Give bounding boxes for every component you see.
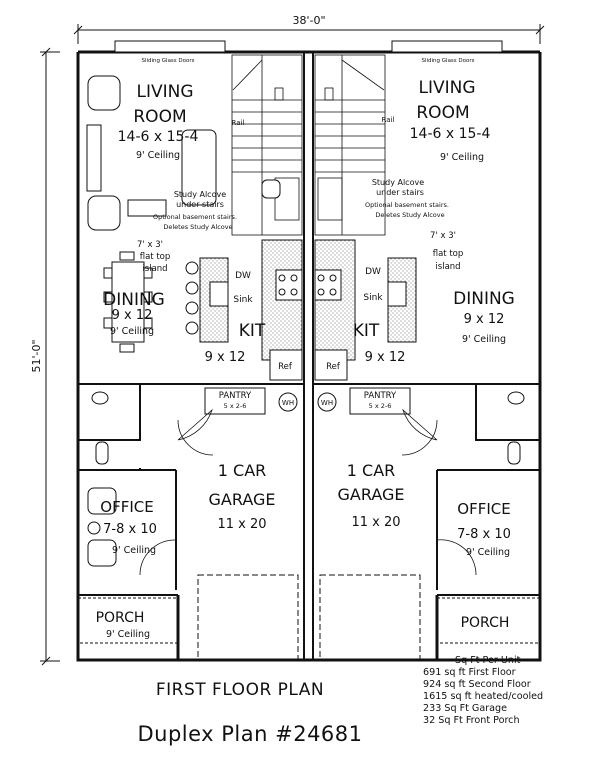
- width-dimension: [73, 24, 545, 44]
- right-pantry-size: 5 x 2-6: [369, 402, 392, 410]
- sliding-doors: [114, 40, 503, 53]
- right-island-line2: flat top: [433, 249, 464, 259]
- right-wh-label: WH: [321, 399, 333, 407]
- left-garage-name2: GARAGE: [209, 490, 276, 509]
- rail-label-left: Rail: [232, 119, 245, 127]
- living-chair-right: [261, 179, 281, 199]
- left-office-ceiling: 9' Ceiling: [112, 545, 156, 556]
- kitchen-counters: [209, 239, 407, 381]
- right-optional-line2: Deletes Study Alcove: [375, 211, 444, 219]
- left-dining-size: 9 x 12: [112, 308, 153, 323]
- right-porch-name: PORCH: [461, 615, 510, 631]
- left-dw-label: DW: [235, 271, 251, 281]
- left-dining-name: DINING: [103, 290, 165, 310]
- sqft-line: 233 Sq Ft Garage: [423, 703, 508, 714]
- left-living-ceiling: 9' Ceiling: [136, 150, 180, 161]
- sliding-doors-label-left: Sliding Glass Doors: [141, 58, 194, 64]
- right-living-size: 14-6 x 15-4: [410, 126, 491, 142]
- left-office-size: 7-8 x 10: [103, 522, 157, 537]
- plan-number: Duplex Plan #24681: [137, 722, 363, 746]
- left-living-size: 14-6 x 15-4: [118, 129, 199, 145]
- right-kitchen-name: KIT: [353, 321, 380, 341]
- left-island-line1: 7' x 3': [137, 240, 163, 250]
- depth-label: 51'-0": [30, 339, 43, 372]
- right-dining-size: 9 x 12: [464, 312, 505, 327]
- left-island-line3: island: [142, 264, 167, 274]
- left-optional-line1: Optional basement stairs.: [153, 213, 237, 221]
- left-porch-ceiling: 9' Ceiling: [106, 629, 150, 640]
- living-furniture-left: [86, 75, 217, 231]
- right-dining-name: DINING: [453, 289, 515, 309]
- sqft-line: 1615 sq ft heated/cooled: [423, 691, 544, 702]
- left-office-name: OFFICE: [100, 498, 153, 516]
- left-optional-line2: Deletes Study Alcove: [163, 223, 232, 231]
- right-dw-label: DW: [365, 267, 381, 277]
- dining-table-left: [103, 251, 153, 353]
- left-dining-ceiling: 9' Ceiling: [110, 326, 154, 337]
- left-kitchen-name: KIT: [239, 321, 266, 341]
- sliding-doors-label-right: Sliding Glass Doors: [421, 58, 474, 64]
- sqft-line: 924 sq ft Second Floor: [423, 679, 531, 690]
- right-optional-line1: Optional basement stairs.: [365, 201, 449, 209]
- garage-doors: [197, 574, 421, 661]
- pantries: [204, 387, 411, 415]
- rail-label-right: Rail: [382, 116, 395, 124]
- plan-title: FIRST FLOOR PLAN: [155, 680, 325, 700]
- left-study-line1: Study Alcove: [174, 190, 226, 199]
- right-office-ceiling: 9' Ceiling: [466, 547, 510, 558]
- left-sink-label: Sink: [233, 295, 253, 305]
- right-sink-label: Sink: [363, 293, 383, 303]
- right-study-line2: under stairs: [376, 188, 424, 197]
- bath-fixtures: [91, 391, 525, 465]
- left-wh-label: WH: [282, 399, 294, 407]
- right-ref-label: Ref: [326, 362, 341, 372]
- left-living-name1: LIVING: [136, 82, 193, 102]
- depth-dimension: [40, 47, 60, 666]
- sqft-line: 691 sq ft First Floor: [423, 667, 516, 678]
- left-pantry-size: 5 x 2-6: [224, 402, 247, 410]
- sqft-line: 32 Sq Ft Front Porch: [423, 715, 520, 726]
- left-pantry-label: PANTRY: [219, 391, 252, 401]
- right-office-name: OFFICE: [457, 500, 510, 518]
- right-living-name1: LIVING: [418, 78, 475, 98]
- interior-walls: [78, 383, 540, 596]
- right-kitchen-size: 9 x 12: [365, 350, 406, 365]
- right-garage-name2: GARAGE: [338, 485, 405, 504]
- left-porch-name: PORCH: [96, 610, 145, 626]
- stairs: [231, 54, 386, 236]
- right-study-line1: Study Alcove: [372, 178, 424, 187]
- right-living-name2: ROOM: [416, 103, 469, 123]
- right-garage-name1: 1 CAR: [347, 461, 396, 480]
- left-study-line2: under stairs: [176, 200, 224, 209]
- right-island-line1: 7' x 3': [430, 231, 456, 241]
- left-kitchen-size: 9 x 12: [205, 350, 246, 365]
- right-pantry-label: PANTRY: [364, 391, 397, 401]
- porches: [77, 597, 541, 644]
- left-ref-label: Ref: [278, 362, 293, 372]
- right-island-line3: island: [435, 262, 460, 272]
- party-wall: [303, 52, 314, 660]
- sqft-heading: Sq Ft Per Unit: [455, 655, 521, 666]
- width-label: 38'-0": [292, 14, 325, 27]
- left-living-name2: ROOM: [133, 107, 186, 127]
- left-island-line2: flat top: [140, 252, 171, 262]
- right-living-ceiling: 9' Ceiling: [440, 152, 484, 163]
- right-dining-ceiling: 9' Ceiling: [462, 334, 506, 345]
- left-garage-size: 11 x 20: [217, 517, 266, 532]
- sqft-summary: Sq Ft Per Unit 691 sq ft First Floor 924…: [423, 655, 598, 727]
- right-office-size: 7-8 x 10: [457, 527, 511, 542]
- left-garage-name1: 1 CAR: [218, 461, 267, 480]
- right-garage-size: 11 x 20: [351, 515, 400, 530]
- door-swings: [139, 408, 477, 576]
- water-heaters: [278, 392, 337, 412]
- office-furniture: [87, 487, 117, 567]
